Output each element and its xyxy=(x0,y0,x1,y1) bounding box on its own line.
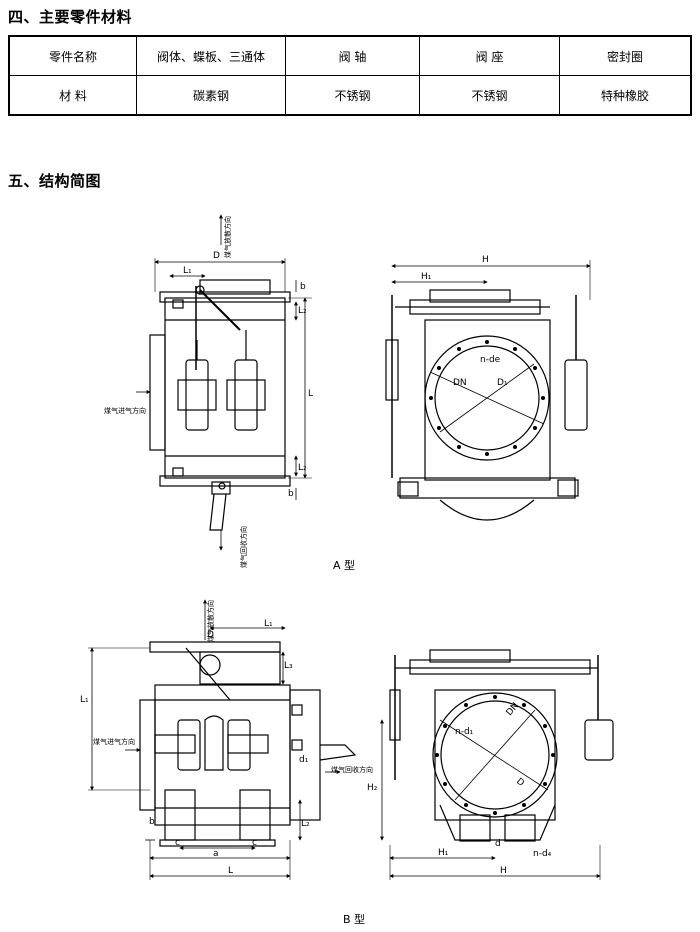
table-cell: 特种橡胶 xyxy=(559,75,692,116)
section-5-title: 五、结构简图 xyxy=(8,172,102,190)
table-row: 材 料 碳素钢 不锈钢 不锈钢 特种橡胶 xyxy=(8,75,692,116)
table-cell: 零件名称 xyxy=(8,35,137,76)
dim-label: c xyxy=(175,838,180,848)
dim-label: L xyxy=(228,866,233,876)
dim-label: D xyxy=(213,251,220,261)
dim-label: H₁ xyxy=(438,848,449,858)
dim-label: D xyxy=(207,630,214,640)
table-cell: 碳素钢 xyxy=(136,75,286,116)
diagram-a-front-labels: H H₁ n-de DN D₁ xyxy=(421,255,508,388)
dim-label: L₁ xyxy=(264,619,273,629)
dim-label: D xyxy=(514,777,526,789)
dim-label: L₂ xyxy=(298,306,307,316)
dim-label: a xyxy=(213,849,219,859)
dim-label: L₁ xyxy=(183,266,192,276)
dim-label: L₃ xyxy=(284,661,293,671)
table-cell: 不锈钢 xyxy=(419,75,560,116)
diagram-b-bolt-circle xyxy=(435,695,555,815)
dim-label: D₁ xyxy=(497,378,508,388)
dim-label: c xyxy=(252,838,257,848)
dim-label: n-d₄ xyxy=(533,849,552,859)
diagram-a-bolt-circle xyxy=(429,340,545,456)
table-cell: 不锈钢 xyxy=(285,75,420,116)
dim-label: L xyxy=(308,389,313,399)
diagram-b-side-view xyxy=(88,599,357,880)
dim-label: n-d₁ xyxy=(455,727,474,737)
dim-label: n-de xyxy=(480,355,501,365)
dim-label: L₁ xyxy=(80,695,89,705)
dim-label: L₂ xyxy=(301,819,310,829)
flow-label: 煤气放散方向 xyxy=(206,600,215,642)
dim-label: b xyxy=(288,489,294,499)
dim-label: H₂ xyxy=(367,783,378,793)
table-cell: 密封圈 xyxy=(559,35,692,76)
flow-label: 煤气进气方向 xyxy=(104,406,146,415)
section-4-title: 四、主要零件材料 xyxy=(8,8,133,26)
flow-label: 煤气进气方向 xyxy=(93,737,135,746)
flow-label: 煤气回收方向 xyxy=(239,526,248,568)
diagram-b-front-labels: n-d₁ DN D H₂ d n-d₄ H₁ H xyxy=(367,701,552,876)
diagram-b-side-labels: D 煤气放散方向 L₁ L₃ L₁ 煤气进气方向 煤气回收方向 d₁ L₂ b … xyxy=(80,600,373,876)
table-row: 零件名称 阀体、蝶板、三通体 阀 轴 阀 座 密封圈 xyxy=(8,35,692,76)
dim-label: H xyxy=(500,866,507,876)
diagram-a-side-view xyxy=(136,214,312,551)
dim-label: d xyxy=(495,839,501,849)
table-cell: 阀 轴 xyxy=(285,35,420,76)
diagram-b-front-view xyxy=(380,649,614,880)
diagram-a-front-view xyxy=(385,289,588,521)
dim-label: b xyxy=(149,817,155,827)
table-cell: 材 料 xyxy=(8,75,137,116)
diagram-a-caption: A 型 xyxy=(333,559,356,572)
dim-label: H xyxy=(482,255,489,265)
dim-label: d₁ xyxy=(299,755,309,765)
dim-label: DN xyxy=(453,378,467,388)
diagram-b-caption: B 型 xyxy=(343,913,366,926)
dim-label: L₂ xyxy=(298,463,307,473)
flow-label: 煤气放散方向 xyxy=(223,216,232,258)
dim-label: b xyxy=(300,282,306,292)
materials-table: 零件名称 阀体、蝶板、三通体 阀 轴 阀 座 密封圈 材 料 碳素钢 不锈钢 不… xyxy=(8,35,692,116)
dim-label: H₁ xyxy=(421,272,432,282)
flow-label: 煤气回收方向 xyxy=(331,765,373,774)
diagram-a-side-labels: D L₁ b L₂ L L₂ b 煤气进气方向 煤气放散方向 煤气回收方向 xyxy=(104,216,313,568)
table-cell: 阀体、蝶板、三通体 xyxy=(136,35,286,76)
dim-label: DN xyxy=(505,701,521,718)
